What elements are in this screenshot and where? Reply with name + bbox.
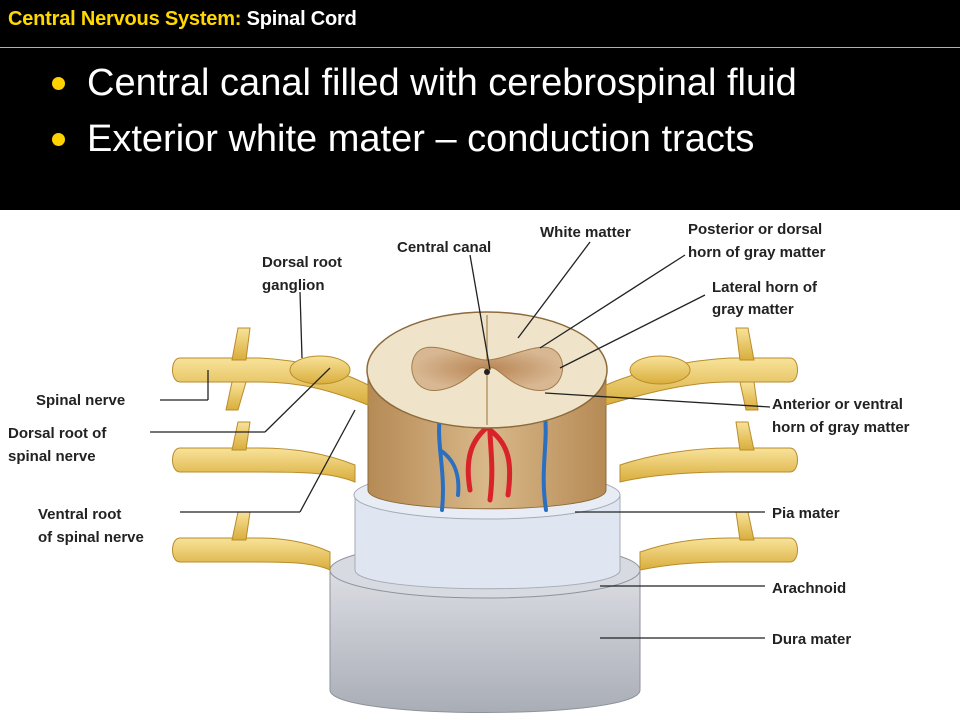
label-dorsal-root-ganglion-line1: Dorsal root bbox=[262, 254, 342, 271]
spinal-nerves bbox=[172, 327, 798, 571]
bullet-item: Exterior white mater – conduction tracts bbox=[52, 118, 754, 161]
label-white-matter: White matter bbox=[540, 224, 631, 241]
spinal-cord-illustration: Central canal White matter Posterior or … bbox=[8, 221, 910, 713]
label-arachnoid: Arachnoid bbox=[772, 580, 846, 597]
header-divider bbox=[0, 47, 960, 48]
label-posterior-horn-line2: horn of gray matter bbox=[688, 244, 826, 261]
diagram-labels: Central canal White matter Posterior or … bbox=[8, 221, 910, 648]
slide-title-subtopic: Spinal Cord bbox=[246, 8, 357, 30]
bullet-item: Central canal filled with cerebrospinal … bbox=[52, 62, 797, 105]
label-dura-mater: Dura mater bbox=[772, 631, 851, 648]
label-pia-mater: Pia mater bbox=[772, 505, 840, 522]
cord-cross-section bbox=[366, 311, 608, 429]
label-ventral-root-line1: Ventral root bbox=[38, 506, 121, 523]
label-anterior-horn-line1: Anterior or ventral bbox=[772, 396, 903, 413]
label-dorsal-root-line1: Dorsal root of bbox=[8, 425, 107, 442]
label-spinal-nerve: Spinal nerve bbox=[36, 392, 125, 409]
slide-title-topic: Central Nervous System: bbox=[8, 8, 242, 30]
central-canal-dot bbox=[484, 369, 490, 375]
label-lateral-horn-line2: gray matter bbox=[712, 301, 794, 318]
label-lateral-horn-line1: Lateral horn of bbox=[712, 279, 818, 296]
bullet-text: Exterior white mater – conduction tracts bbox=[87, 118, 755, 160]
bullet-list: Central canal filled with cerebrospinal … bbox=[0, 50, 960, 210]
label-posterior-horn-line1: Posterior or dorsal bbox=[688, 221, 822, 238]
label-dorsal-root-line2: spinal nerve bbox=[8, 448, 96, 465]
bullet-dot-icon bbox=[52, 77, 65, 90]
slide-header: Central Nervous System: Spinal Cord bbox=[0, 0, 960, 48]
bullet-text: Central canal filled with cerebrospinal … bbox=[87, 62, 797, 104]
slide-title: Central Nervous System: Spinal Cord bbox=[8, 8, 357, 31]
label-ventral-root-line2: of spinal nerve bbox=[38, 529, 144, 546]
leader-lines bbox=[150, 241, 771, 639]
label-dorsal-root-ganglion-line2: ganglion bbox=[262, 277, 325, 294]
spinal-cord-diagram: Central canal White matter Posterior or … bbox=[0, 210, 960, 720]
bullet-dot-icon bbox=[52, 133, 65, 146]
label-anterior-horn-line2: horn of gray matter bbox=[772, 419, 910, 436]
label-central-canal: Central canal bbox=[397, 239, 491, 256]
